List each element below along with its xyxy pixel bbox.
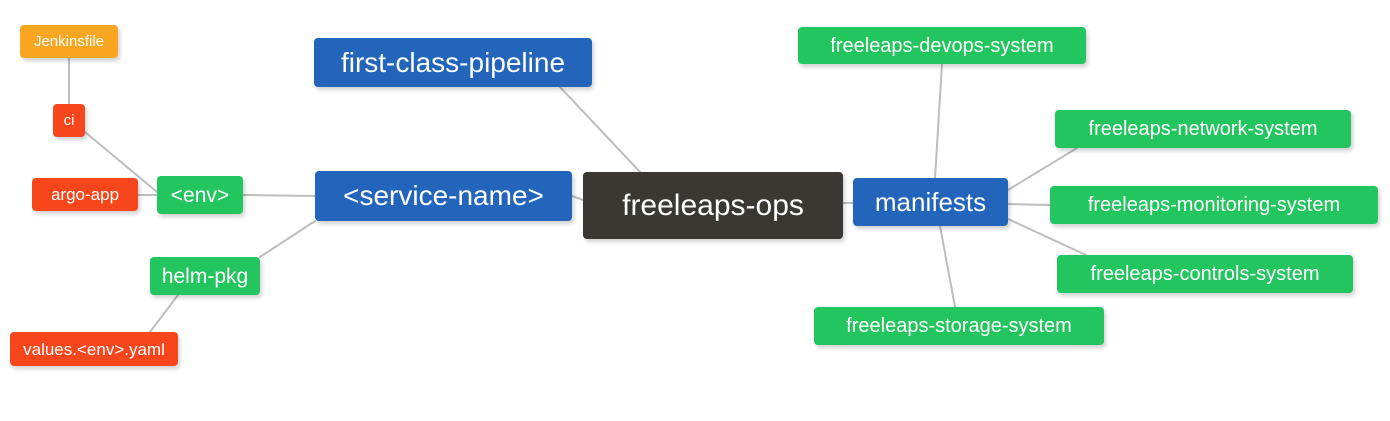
- node-ci[interactable]: ci: [53, 104, 85, 137]
- edge-manifests-to-freeleaps-network-system: [1007, 147, 1078, 191]
- node-label-jenkinsfile: Jenkinsfile: [33, 33, 105, 50]
- edge-manifests-to-freeleaps-devops-system: [934, 63, 943, 179]
- node-label-manifests: manifests: [874, 187, 987, 217]
- node-label-service-name: <service-name>: [343, 180, 544, 211]
- node-label-helm-pkg: helm-pkg: [161, 264, 249, 288]
- edge-manifests-to-freeleaps-controls-system: [1007, 218, 1087, 256]
- edge-service-name-to-freeleaps-ops: [571, 195, 584, 201]
- node-label-freeleaps-monitoring-system: freeleaps-monitoring-system: [1087, 194, 1341, 216]
- node-freeleaps-ops[interactable]: freeleaps-ops: [583, 172, 843, 239]
- edge-manifests-to-freeleaps-monitoring-system: [1007, 203, 1051, 206]
- node-service-name[interactable]: <service-name>: [315, 171, 572, 221]
- node-manifests[interactable]: manifests: [853, 178, 1008, 226]
- node-freeleaps-controls-system[interactable]: freeleaps-controls-system: [1057, 255, 1353, 293]
- node-label-freeleaps-devops-system: freeleaps-devops-system: [830, 34, 1054, 57]
- node-freeleaps-network-system[interactable]: freeleaps-network-system: [1055, 110, 1351, 148]
- node-freeleaps-monitoring-system[interactable]: freeleaps-monitoring-system: [1050, 186, 1378, 224]
- node-values-yaml[interactable]: values.<env>.yaml: [10, 332, 178, 366]
- node-helm-pkg[interactable]: helm-pkg: [150, 257, 260, 295]
- node-first-class-pipeline[interactable]: first-class-pipeline: [314, 38, 592, 87]
- node-jenkinsfile[interactable]: Jenkinsfile: [20, 25, 118, 58]
- node-label-values-yaml: values.<env>.yaml: [23, 339, 165, 359]
- node-label-argo-app: argo-app: [50, 185, 120, 204]
- edge-first-class-pipeline-to-freeleaps-ops: [559, 86, 641, 173]
- edge-manifests-to-freeleaps-storage-system: [939, 225, 956, 308]
- edge-helm-pkg-to-values-yaml: [149, 294, 179, 333]
- node-argo-app[interactable]: argo-app: [32, 178, 138, 211]
- node-label-freeleaps-ops: freeleaps-ops: [622, 188, 804, 222]
- node-label-env: <env>: [170, 183, 230, 207]
- node-label-freeleaps-network-system: freeleaps-network-system: [1088, 118, 1318, 140]
- node-label-freeleaps-storage-system: freeleaps-storage-system: [846, 315, 1072, 337]
- node-freeleaps-storage-system[interactable]: freeleaps-storage-system: [814, 307, 1104, 345]
- node-env[interactable]: <env>: [157, 176, 243, 214]
- node-label-ci: ci: [63, 112, 75, 129]
- edge-env-to-service-name: [242, 194, 316, 197]
- node-label-first-class-pipeline: first-class-pipeline: [340, 46, 566, 78]
- edge-service-name-to-helm-pkg: [259, 220, 316, 258]
- node-freeleaps-devops-system[interactable]: freeleaps-devops-system: [798, 27, 1086, 64]
- node-label-freeleaps-controls-system: freeleaps-controls-system: [1090, 263, 1320, 285]
